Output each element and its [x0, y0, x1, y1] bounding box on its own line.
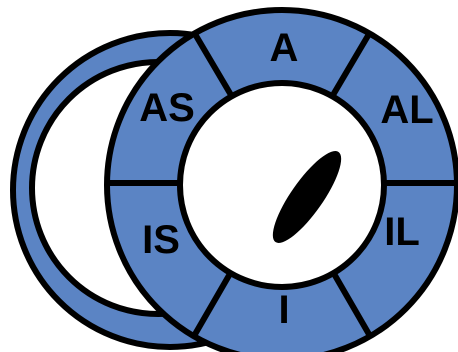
segment-label-inferior: I	[278, 288, 289, 332]
lv-cavity	[180, 83, 384, 287]
segment-label-inferoseptal: IS	[142, 218, 180, 262]
segment-label-anterior: A	[270, 26, 299, 70]
segment-label-anterolateral: AL	[380, 88, 433, 132]
segment-label-inferolateral: IL	[384, 210, 420, 254]
segment-label-anteroseptal: AS	[139, 86, 195, 130]
